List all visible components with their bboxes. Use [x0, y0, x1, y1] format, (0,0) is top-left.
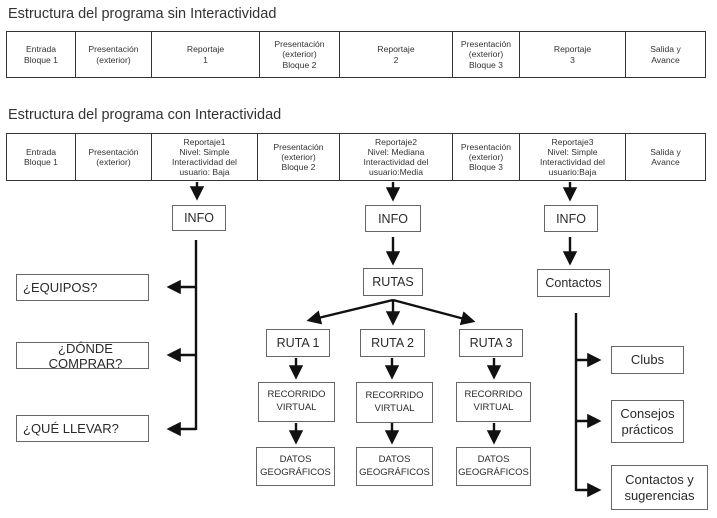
node-contactos-sugerencias: Contactos y sugerencias	[611, 465, 708, 510]
cell-reportaje-2: Reportaje 2	[340, 32, 453, 77]
cell-entrada: Entrada Bloque 1	[7, 134, 76, 180]
info-node-reportaje1: INFO	[172, 205, 226, 231]
arrow-rutas-to-ruta3	[392, 298, 476, 326]
node-contactos: Contactos	[537, 269, 610, 297]
node-donde-comprar: ¿DÓNDE COMPRAR?	[16, 341, 149, 371]
node-recorrido-virtual-2: RECORRIDO VIRTUAL	[356, 382, 433, 423]
node-recorrido-virtual-3: RECORRIDO VIRTUAL	[456, 382, 531, 422]
node-consejos-practicos: Consejos prácticos	[611, 400, 684, 443]
node-datos-geograficos-1: DATOS GEOGRÁFICOS	[256, 447, 335, 486]
program-strip-with-interactivity: Entrada Bloque 1 Presentación (exterior)…	[6, 133, 706, 181]
cell-salida: Salida y Avance	[650, 44, 681, 65]
node-equipos: ¿EQUIPOS?	[16, 274, 149, 301]
node-que-llevar: ¿QUÉ LLEVAR?	[16, 415, 149, 442]
node-recorrido-virtual-1: RECORRIDO VIRTUAL	[258, 382, 335, 422]
cell-presentacion: Presentación (exterior)	[76, 32, 152, 77]
node-ruta-3: RUTA 3	[459, 329, 523, 357]
cell-reportaje-2: Reportaje2 Nivel: Mediana Interactividad…	[340, 134, 453, 180]
node-clubs: Clubs	[611, 346, 684, 374]
cell-presentacion-bloque-3: Presentación (exterior) Bloque 3	[453, 134, 520, 180]
cell-presentacion-bloque-2: Presentación (exterior) Bloque 2	[260, 32, 340, 77]
cell-reportaje-3: Reportaje 3	[520, 32, 626, 77]
node-ruta-2: RUTA 2	[360, 329, 425, 357]
cell-presentacion-bloque-2: Presentación (exterior) Bloque 2	[258, 134, 340, 180]
cell-presentacion-bloque-3: Presentación (exterior) Bloque 3	[453, 32, 520, 77]
node-ruta-1: RUTA 1	[266, 329, 330, 357]
title-without-interactivity: Estructura del programa sin Interactivid…	[8, 6, 277, 22]
cell-reportaje-1: Reportaje1 Nivel: Simple Interactividad …	[152, 134, 258, 180]
cell-reportaje-3: Reportaje3 Nivel: Simple Interactividad …	[520, 134, 626, 180]
cell-salida: Salida y Avance	[650, 146, 681, 167]
program-strip-without-interactivity: Entrada Bloque 1 Presentación (exterior)…	[6, 31, 706, 78]
info-node-reportaje2: INFO	[365, 205, 421, 232]
node-datos-geograficos-2: DATOS GEOGRÁFICOS	[356, 447, 433, 486]
node-datos-geograficos-3: DATOS GEOGRÁFICOS	[456, 447, 531, 486]
title-with-interactivity: Estructura del programa con Interactivid…	[8, 107, 282, 123]
info-node-reportaje3: INFO	[544, 205, 598, 232]
node-rutas: RUTAS	[363, 268, 423, 296]
cell-entrada: Entrada Bloque 1	[7, 32, 76, 77]
arrow-rutas-to-ruta1	[306, 298, 394, 325]
cell-reportaje-1: Reportaje 1	[152, 32, 260, 77]
cell-presentacion: Presentación (exterior)	[76, 134, 152, 180]
